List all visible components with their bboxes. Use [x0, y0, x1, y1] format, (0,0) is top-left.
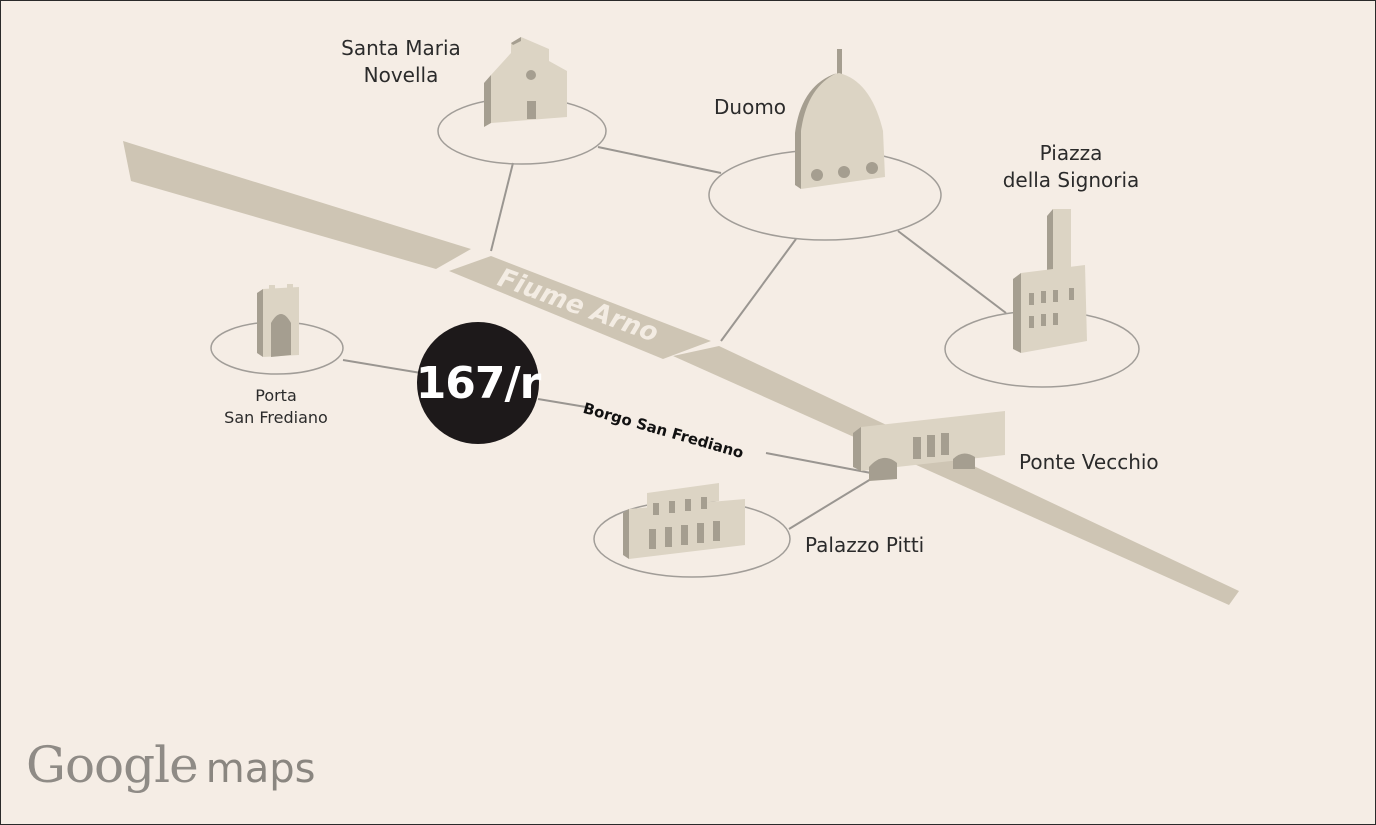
santa-maria-novella-line1: Santa Maria	[341, 36, 461, 60]
piazza-signoria-line2: della Signoria	[1002, 168, 1140, 192]
address-marker-label: 167/r	[415, 357, 542, 409]
porta-san-frediano-line1: Porta	[255, 386, 297, 405]
santa-maria-novella-line2: Novella	[363, 63, 439, 87]
route-lines	[342, 146, 1007, 530]
ponte-vecchio-label[interactable]: Ponte Vecchio	[1019, 450, 1159, 474]
address-marker[interactable]: 167/r	[415, 322, 542, 444]
logo-brand: Google	[26, 736, 199, 794]
bridge-icon	[853, 411, 1005, 481]
palace-icon	[623, 483, 745, 559]
river-arno	[123, 141, 1239, 605]
porta-san-frediano-label[interactable]: Porta San Frediano	[206, 385, 346, 429]
palazzo-vecchio-icon	[1013, 209, 1087, 353]
duomo-label[interactable]: Duomo	[714, 95, 787, 119]
palazzo-pitti-label[interactable]: Palazzo Pitti	[805, 533, 925, 557]
logo-product: maps	[205, 746, 316, 792]
piazza-signoria-line1: Piazza	[1039, 141, 1103, 165]
city-gate-icon	[257, 284, 299, 357]
church-icon	[484, 37, 567, 127]
piazza-signoria-label[interactable]: Piazza della Signoria	[1001, 140, 1141, 194]
dome-icon	[795, 49, 885, 189]
porta-san-frediano-line2: San Frediano	[224, 408, 328, 427]
santa-maria-novella-label[interactable]: Santa Maria Novella	[331, 35, 471, 89]
